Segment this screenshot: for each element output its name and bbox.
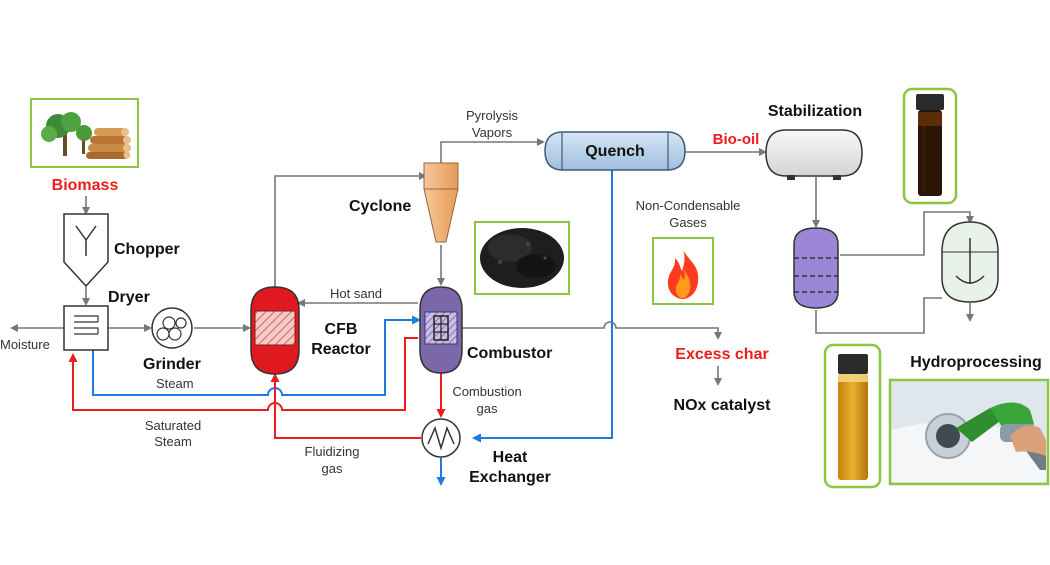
hot-sand-label: Hot sand <box>330 286 382 301</box>
cyclone <box>423 162 459 243</box>
fluidizing-gas-label-line2: gas <box>322 461 343 476</box>
quench-cooling-line <box>472 170 613 443</box>
saturated-steam-label-line2: Steam <box>154 434 192 449</box>
reactor-to-cyclone-line <box>274 172 427 287</box>
dryer <box>63 305 109 351</box>
flame-icon <box>667 250 699 299</box>
saturated-steam-line <box>68 337 418 411</box>
biomass-label: Biomass <box>52 177 119 194</box>
hydroprocessing-reactor <box>941 221 999 303</box>
nox-catalyst-label: NOx catalyst <box>674 397 772 414</box>
vapors-to-quench-line <box>440 138 545 163</box>
non-condensable-label-line2: Gases <box>669 215 707 230</box>
char-pile-icon <box>480 228 564 288</box>
fluidizing-gas-line <box>270 373 421 439</box>
fuel-nozzle-icon <box>892 382 1046 482</box>
hydroprocessing-label: Hydroprocessing <box>910 354 1042 371</box>
moisture-label: Moisture <box>0 337 50 352</box>
stabilization-vessel <box>765 129 863 180</box>
non-condensable-label-line1: Non-Condensable <box>636 198 741 213</box>
excess-char-label: Excess char <box>675 346 768 363</box>
fluidizing-gas-label-line1: Fluidizing <box>305 444 360 459</box>
bio-oil-label: Bio-oil <box>713 131 760 148</box>
steam-label: Steam <box>156 376 194 391</box>
quench-vessel <box>544 131 686 171</box>
column-to-hydro-line <box>840 211 974 256</box>
heat-exchanger-label-line2: Exchanger <box>469 469 551 486</box>
pyrolysis-vapors-label-line1: Pyrolysis <box>466 108 519 123</box>
cfb-reactor-label-line1: CFB <box>325 321 358 338</box>
combustor-label: Combustor <box>467 345 552 362</box>
heat-exchanger <box>421 418 461 458</box>
pyrolysis-vapors-label-line2: Vapors <box>472 125 513 140</box>
cfb-reactor <box>250 286 300 375</box>
steam-line <box>92 315 421 396</box>
combustor-to-excess-char-line <box>462 321 722 340</box>
tree-icon <box>41 112 92 156</box>
dryer-label: Dryer <box>108 289 150 306</box>
hydro-recycle-line <box>815 297 942 334</box>
chopper-label: Chopper <box>114 241 180 258</box>
logs-icon <box>86 128 131 159</box>
cyclone-label: Cyclone <box>349 198 411 215</box>
saturated-steam-label-line1: Saturated <box>145 418 201 433</box>
stabilization-label: Stabilization <box>768 103 862 120</box>
chopper <box>63 213 109 288</box>
vial-icon <box>838 354 868 480</box>
combustor <box>419 286 463 374</box>
separation-column <box>793 227 839 309</box>
combustion-gas-label-line2: gas <box>477 401 498 416</box>
quench-label: Quench <box>585 143 645 160</box>
combustion-gas-label-line1: Combustion <box>452 384 521 399</box>
cfb-reactor-label-line2: Reactor <box>311 341 371 358</box>
grinder-label: Grinder <box>143 356 201 373</box>
vial-icon <box>916 94 944 196</box>
heat-exchanger-label-line1: Heat <box>493 449 528 466</box>
grinder <box>151 307 193 349</box>
